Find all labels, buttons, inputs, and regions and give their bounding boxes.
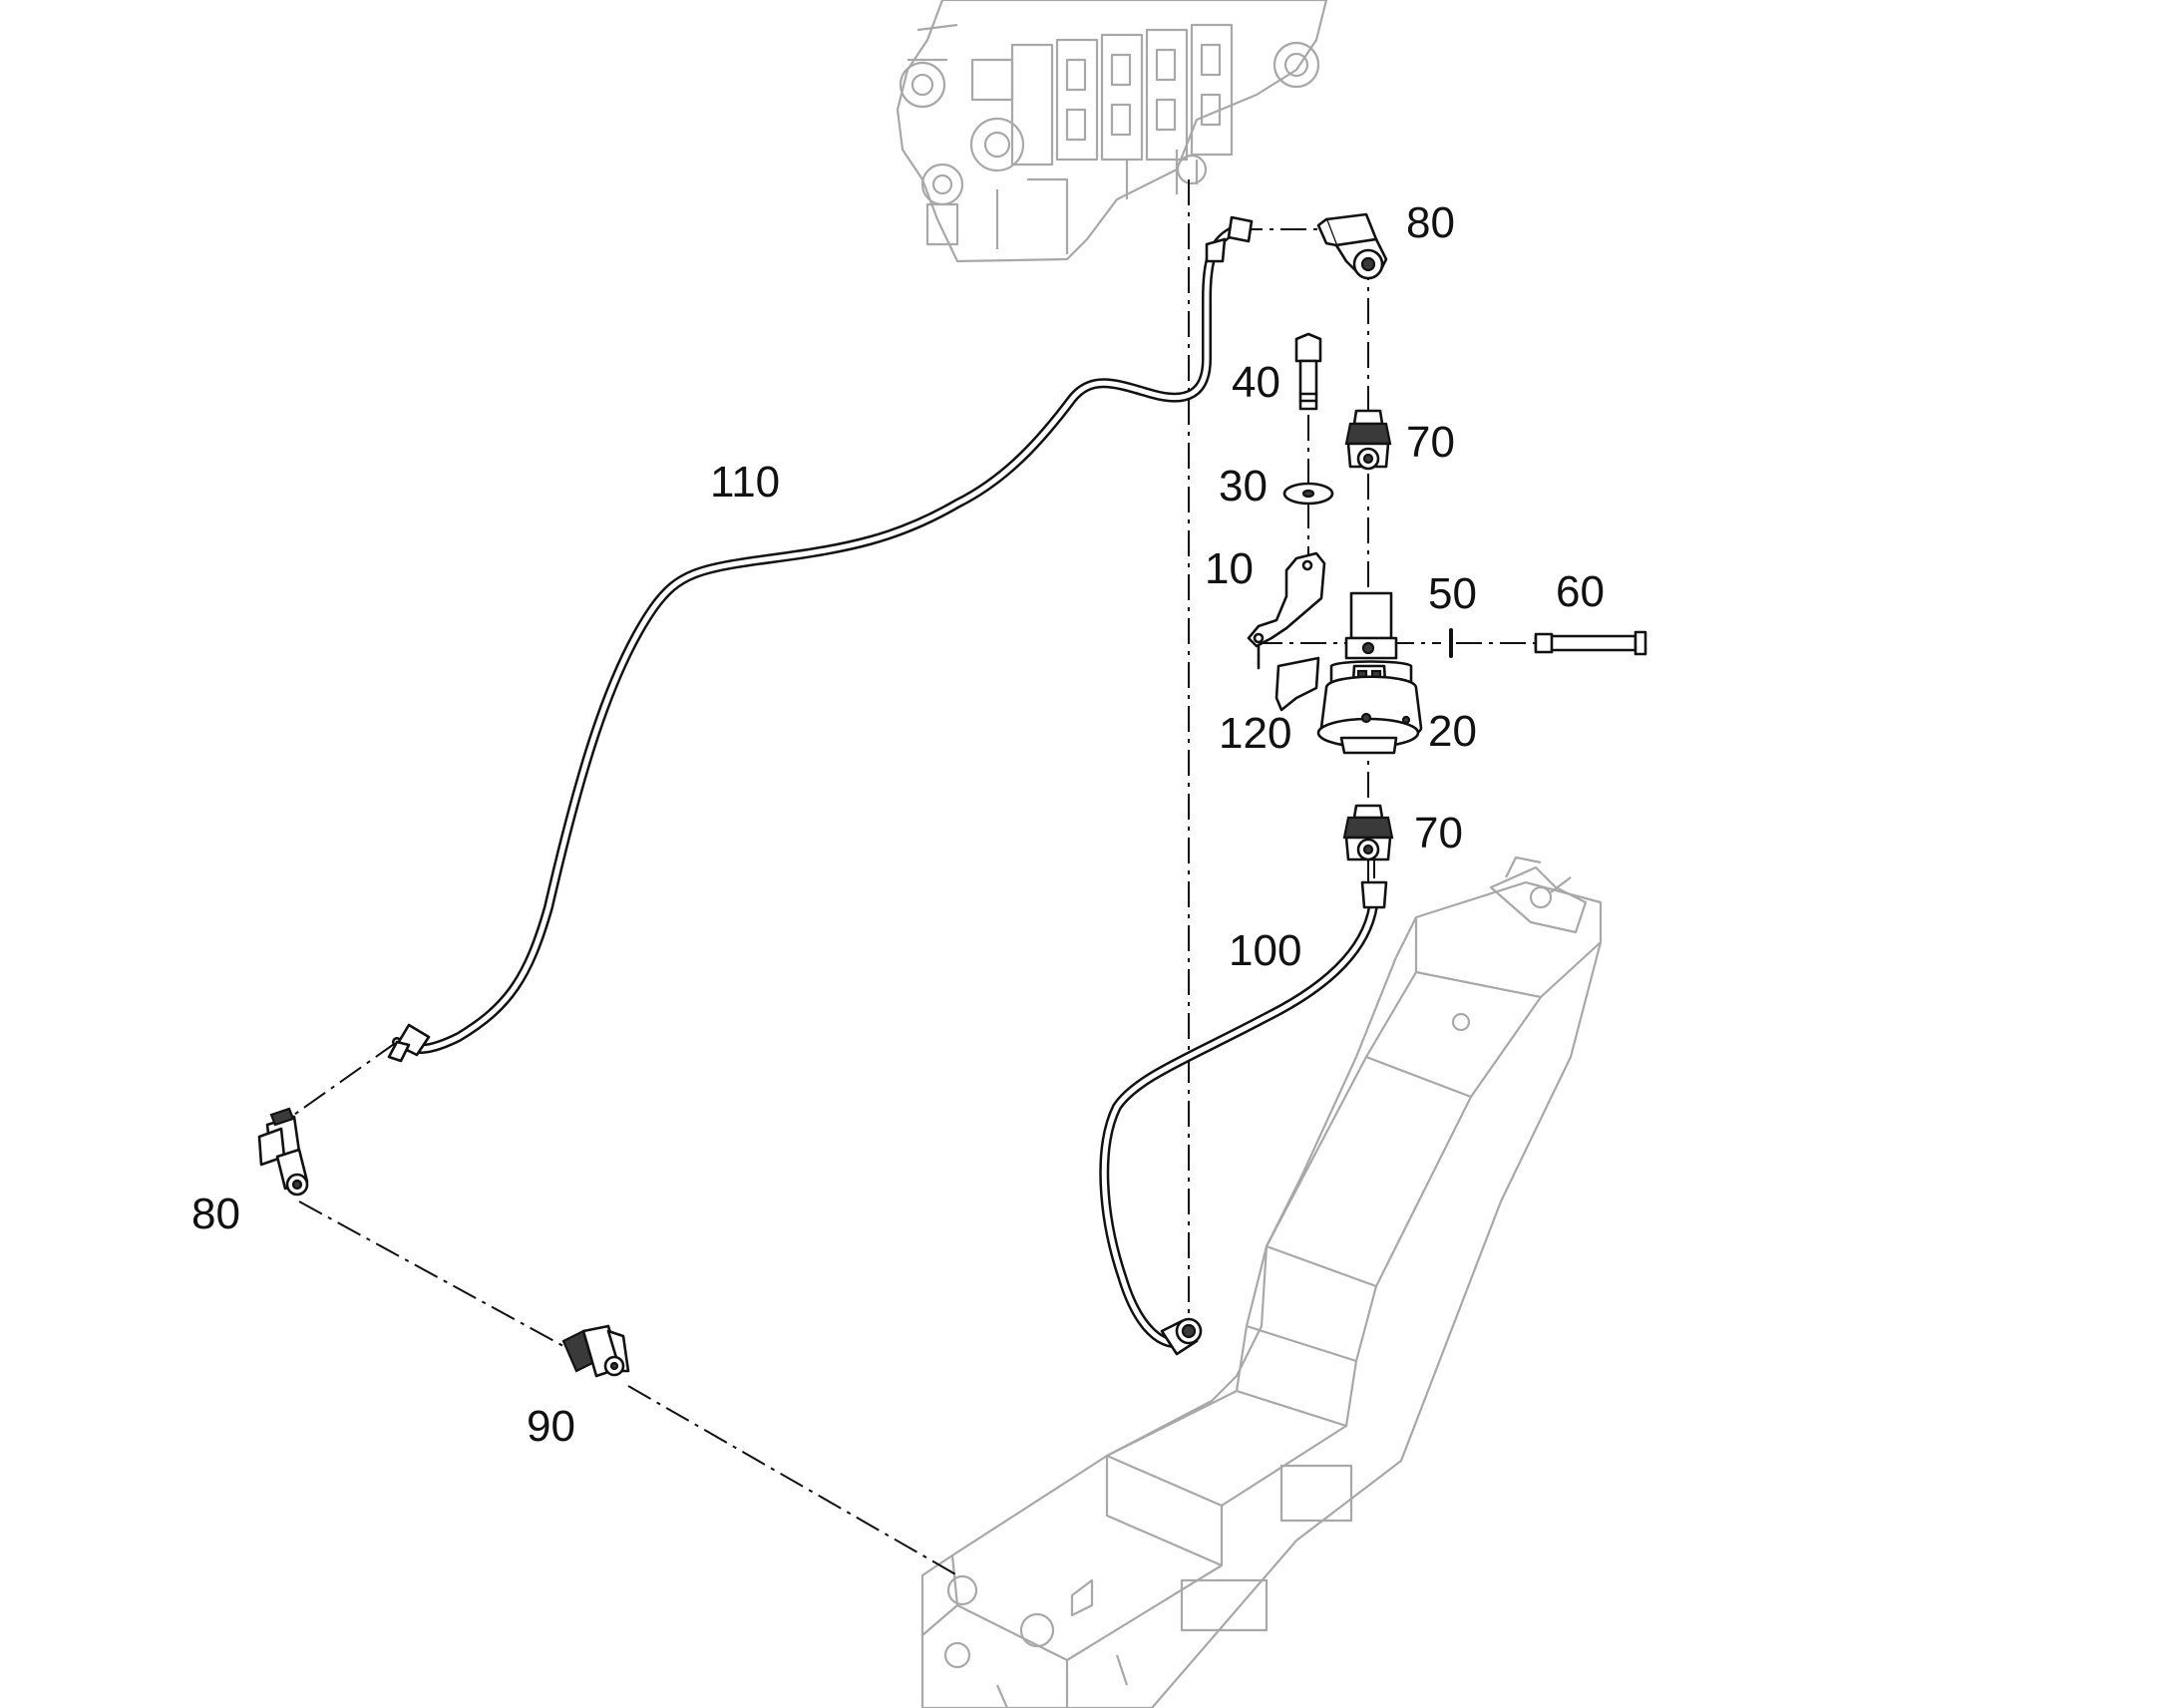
callout-60: 60 (1556, 567, 1605, 616)
callout-20: 20 (1428, 707, 1477, 756)
adapter-90 (561, 1324, 630, 1378)
bolt-40 (1294, 332, 1322, 411)
washer-30 (1282, 482, 1334, 506)
hose-110 (387, 215, 1254, 1063)
callout-120: 120 (1219, 709, 1291, 758)
callout-110: 110 (710, 458, 780, 507)
callout-40: 40 (1232, 358, 1280, 407)
filter-assembly-20 (1316, 591, 1423, 755)
callout-50: 50 (1428, 569, 1477, 618)
control-valve-block-ghost (896, 0, 1328, 263)
clip-120 (1274, 656, 1320, 712)
elbow-fitting-80-top (1316, 212, 1388, 280)
elbow-fitting-80-left (257, 1107, 309, 1196)
callout-80-top: 80 (1406, 198, 1455, 247)
callout-100: 100 (1229, 926, 1301, 975)
hydraulic-tank-ghost (920, 855, 1603, 1708)
bracket-10 (1247, 551, 1326, 670)
callout-70-top: 70 (1406, 418, 1455, 467)
callout-10: 10 (1205, 544, 1254, 593)
assembly-axes (283, 179, 1541, 1576)
bolt-60 (1534, 630, 1647, 656)
adapter-70-top (1344, 409, 1392, 471)
hose-100 (1099, 880, 1388, 1356)
callout-30: 30 (1219, 462, 1268, 511)
adapter-70-bottom (1342, 804, 1394, 861)
callout-90: 90 (527, 1402, 575, 1451)
callout-80-left: 80 (191, 1190, 240, 1238)
callout-labels: 80 40 70 30 110 10 50 60 120 20 70 100 8… (191, 198, 1605, 1451)
callout-70-bottom: 70 (1414, 809, 1463, 857)
